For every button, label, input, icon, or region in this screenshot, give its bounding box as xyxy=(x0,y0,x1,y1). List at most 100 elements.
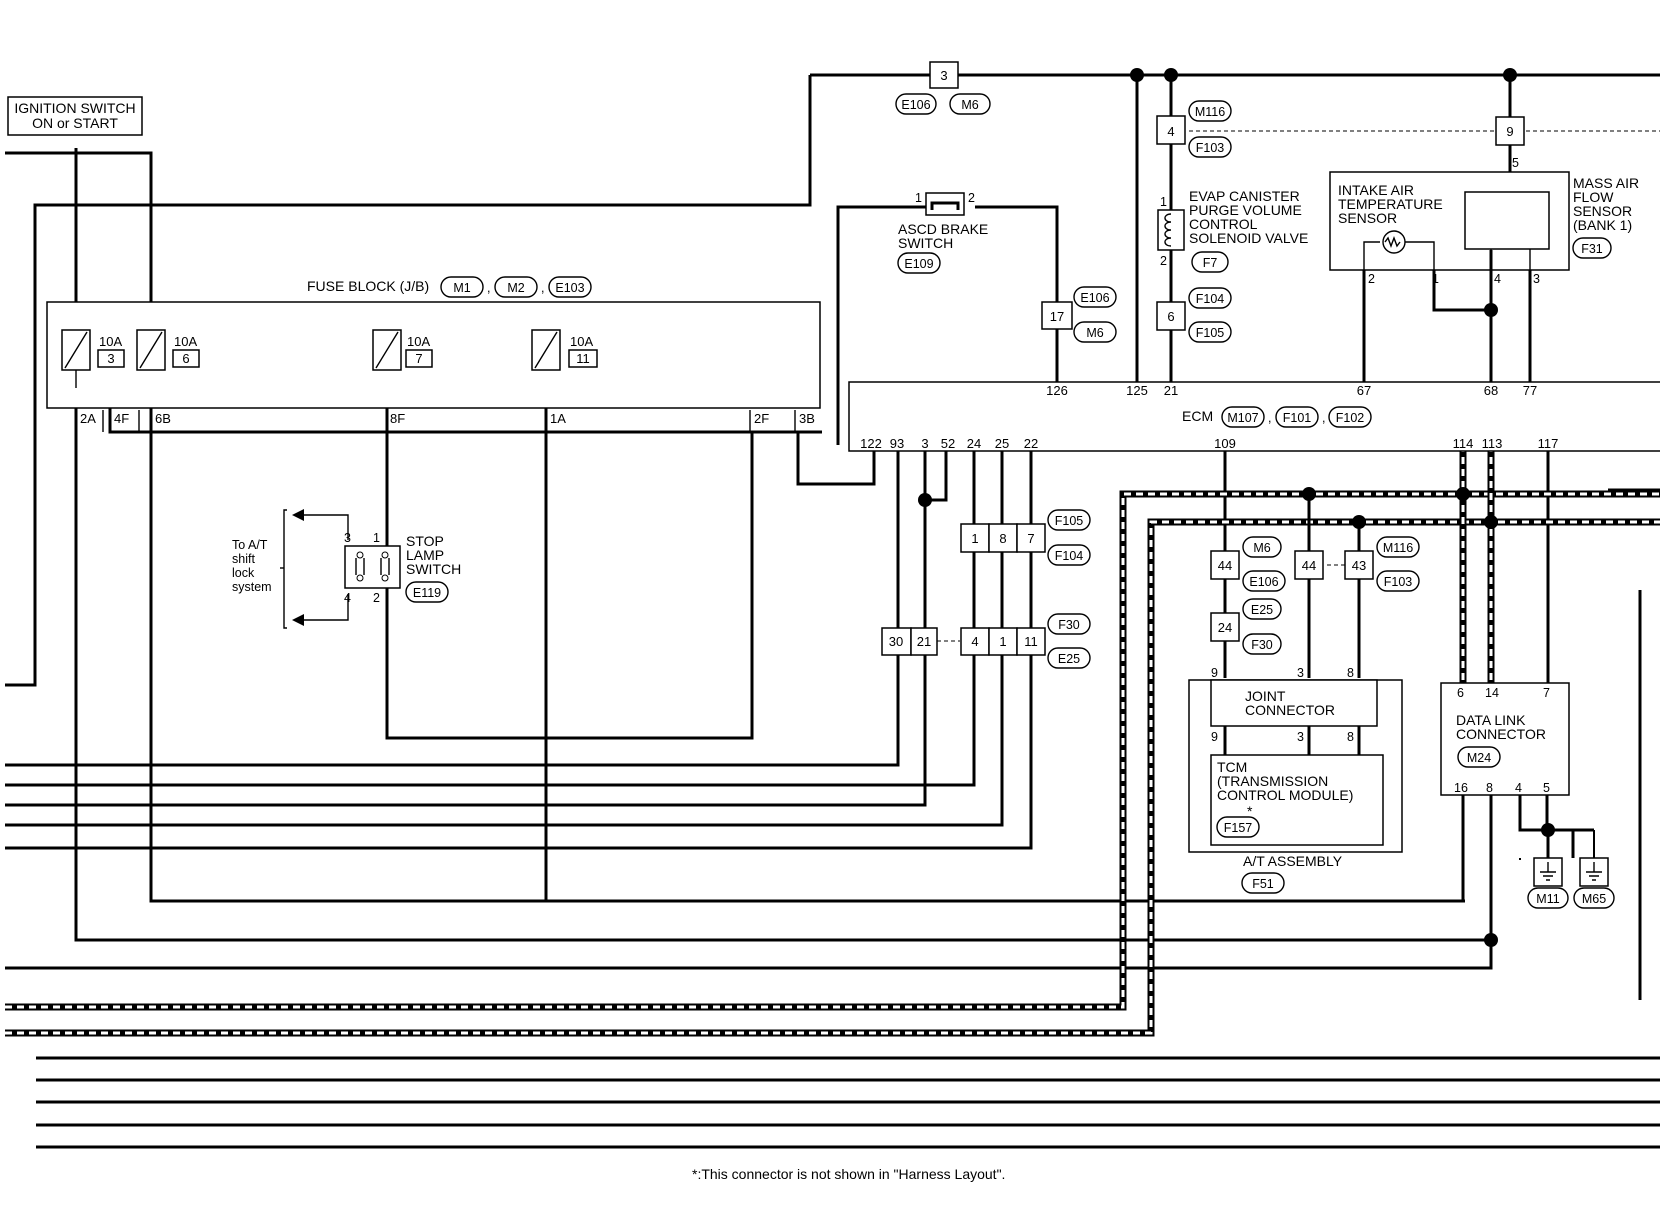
fuse-1-amp: 10A xyxy=(99,334,122,349)
ignition-switch-label-2: ON or START xyxy=(32,115,118,131)
asterisk-icon: * xyxy=(1247,803,1253,819)
junction-17-connector-2: M6 xyxy=(1086,326,1103,340)
ecm-label: ECM xyxy=(1182,408,1213,424)
ecm-pin-3: 3 xyxy=(921,436,928,451)
maf-label-4: (BANK 1) xyxy=(1573,217,1632,233)
ascd-pin-1: 1 xyxy=(915,191,922,205)
stop-pin-2: 2 xyxy=(373,591,380,605)
ignition-switch: IGNITION SWITCH ON or START xyxy=(7,96,143,136)
fuse-block-connector-1: M1 xyxy=(453,281,470,295)
at-assembly: JOINT CONNECTOR 9 3 8 9 3 8 TCM (TRANSMI… xyxy=(1188,666,1403,894)
ecm-pin-122: 122 xyxy=(860,436,882,451)
shift-lock-note-4: system xyxy=(232,580,272,594)
dlc-connector: M24 xyxy=(1467,751,1491,765)
svg-text:,: , xyxy=(487,281,490,295)
fuse-3: 10A 7 xyxy=(372,329,433,371)
dlc-top-6: 6 xyxy=(1457,686,1464,700)
row1-connector-2: F104 xyxy=(1055,549,1084,563)
evap-top-connector-1: M116 xyxy=(1195,105,1225,119)
can-pin-44: 44 xyxy=(1302,558,1316,573)
ecm-pin-117: 117 xyxy=(1538,436,1559,451)
ecm-pin-52: 52 xyxy=(941,436,955,451)
dlc-bot-4: 4 xyxy=(1515,781,1522,795)
fuse-block: FUSE BLOCK (J/B) M1 , M2 , E103 10A 3 10… xyxy=(46,276,821,432)
row2-connector-2: E25 xyxy=(1058,652,1080,666)
maf-label-2: FLOW xyxy=(1573,189,1614,205)
row2-connector-1: F30 xyxy=(1058,618,1080,632)
jc-bot-9: 9 xyxy=(1211,730,1218,744)
can-connector-1: M116 xyxy=(1383,541,1413,555)
ground-icon xyxy=(1579,857,1609,887)
fuse-block-label: FUSE BLOCK (J/B) xyxy=(307,278,429,294)
ecm: 126 125 21 67 68 77 ECM M107 , F101 , F1… xyxy=(848,381,1660,452)
ecm-tcm-connector-4: F30 xyxy=(1251,638,1273,652)
dlc-label-2: CONNECTOR xyxy=(1456,726,1546,742)
row1-pin-a: 1 xyxy=(971,531,978,546)
ecm-pin-21: 21 xyxy=(1164,383,1178,398)
evap-solenoid-valve: 4 M116 F103 1 2 EVAP CANISTER PURGE VOLU… xyxy=(1156,100,1308,343)
can-connector-2: F103 xyxy=(1384,575,1413,589)
evap-pin-1: 1 xyxy=(1160,195,1167,209)
terminal-2a: 2A xyxy=(80,411,96,426)
maf-pin-4: 4 xyxy=(1494,272,1501,286)
row1-connector-1: F105 xyxy=(1055,514,1084,528)
top-junction-connector-1: E106 xyxy=(901,98,930,112)
ecm-connector-1: M107 xyxy=(1227,411,1258,425)
fuse-4-amp: 10A xyxy=(570,334,593,349)
row2-pin-b: 21 xyxy=(917,634,931,649)
fuse-2-num: 6 xyxy=(182,351,189,366)
ecm-pin-125: 125 xyxy=(1126,383,1148,398)
evap-bottom-connector-2: F105 xyxy=(1196,326,1225,340)
ecm-pin-25: 25 xyxy=(995,436,1009,451)
dlc-label-1: DATA LINK xyxy=(1456,712,1526,728)
evap-label-2: PURGE VOLUME xyxy=(1189,202,1302,218)
row2-pin-d: 1 xyxy=(999,634,1006,649)
fuse-block-connector-2: M2 xyxy=(507,281,524,295)
ecm-pin-114: 114 xyxy=(1453,436,1474,451)
ascd-connector: E109 xyxy=(904,257,933,271)
ecm-pin-24: 24 xyxy=(967,436,981,451)
can-pin-43: 43 xyxy=(1352,558,1366,573)
evap-top-connector-2: F103 xyxy=(1196,141,1225,155)
svg-text:,: , xyxy=(1268,411,1271,425)
row2-pin-c: 4 xyxy=(971,634,978,649)
dlc-bot-8: 8 xyxy=(1486,781,1493,795)
joint-label-1: JOINT xyxy=(1245,688,1286,704)
ecm-tcm-connector-1: M6 xyxy=(1253,541,1270,555)
grounds: M11 M65 xyxy=(1527,828,1615,909)
terminal-4f: 4F xyxy=(114,411,129,426)
maf-pin-5: 5 xyxy=(1512,156,1519,170)
tcm-pin-24: 24 xyxy=(1218,620,1232,635)
shift-lock-note-2: shift xyxy=(232,552,255,566)
jc-bot-3: 3 xyxy=(1297,730,1304,744)
stop-label-1: STOP xyxy=(406,533,444,549)
fuse-2: 10A 6 xyxy=(136,329,200,371)
ascd-label-2: SWITCH xyxy=(898,235,953,251)
evap-connector: F7 xyxy=(1203,256,1218,270)
ecm-connector-3: F102 xyxy=(1336,411,1365,425)
fuse-4-num: 11 xyxy=(576,351,590,366)
dlc-top-7: 7 xyxy=(1543,686,1550,700)
maf-label-3: SENSOR xyxy=(1573,203,1632,219)
at-assembly-connector: F51 xyxy=(1252,877,1274,891)
maf-label-1: MASS AIR xyxy=(1573,175,1639,191)
ecm-connector-2: F101 xyxy=(1283,411,1312,425)
junction-17: 17 E106 M6 xyxy=(1041,286,1117,343)
junction-17-num: 17 xyxy=(1050,309,1064,324)
jc-top-9: 9 xyxy=(1211,666,1218,680)
fuse-3-num: 7 xyxy=(415,351,422,366)
fuse-1-num: 3 xyxy=(107,351,114,366)
fuse-4: 10A 11 xyxy=(531,329,598,371)
jc-bot-8: 8 xyxy=(1347,730,1354,744)
jc-top-3: 3 xyxy=(1297,666,1304,680)
shift-lock-note-3: lock xyxy=(232,566,255,580)
iat-label-1: INTAKE AIR xyxy=(1338,182,1414,198)
ecm-pin-22: 22 xyxy=(1024,436,1038,451)
evap-label-4: SOLENOID VALVE xyxy=(1189,230,1308,246)
ecm-tcm-connector-2: E106 xyxy=(1249,575,1278,589)
tcm-label-1: TCM xyxy=(1217,759,1247,775)
ground-connector-1: M11 xyxy=(1536,892,1559,906)
svg-text:,: , xyxy=(1322,411,1325,425)
connector-row-2: 30 21 4 1 11 F30 E25 xyxy=(881,613,1091,669)
